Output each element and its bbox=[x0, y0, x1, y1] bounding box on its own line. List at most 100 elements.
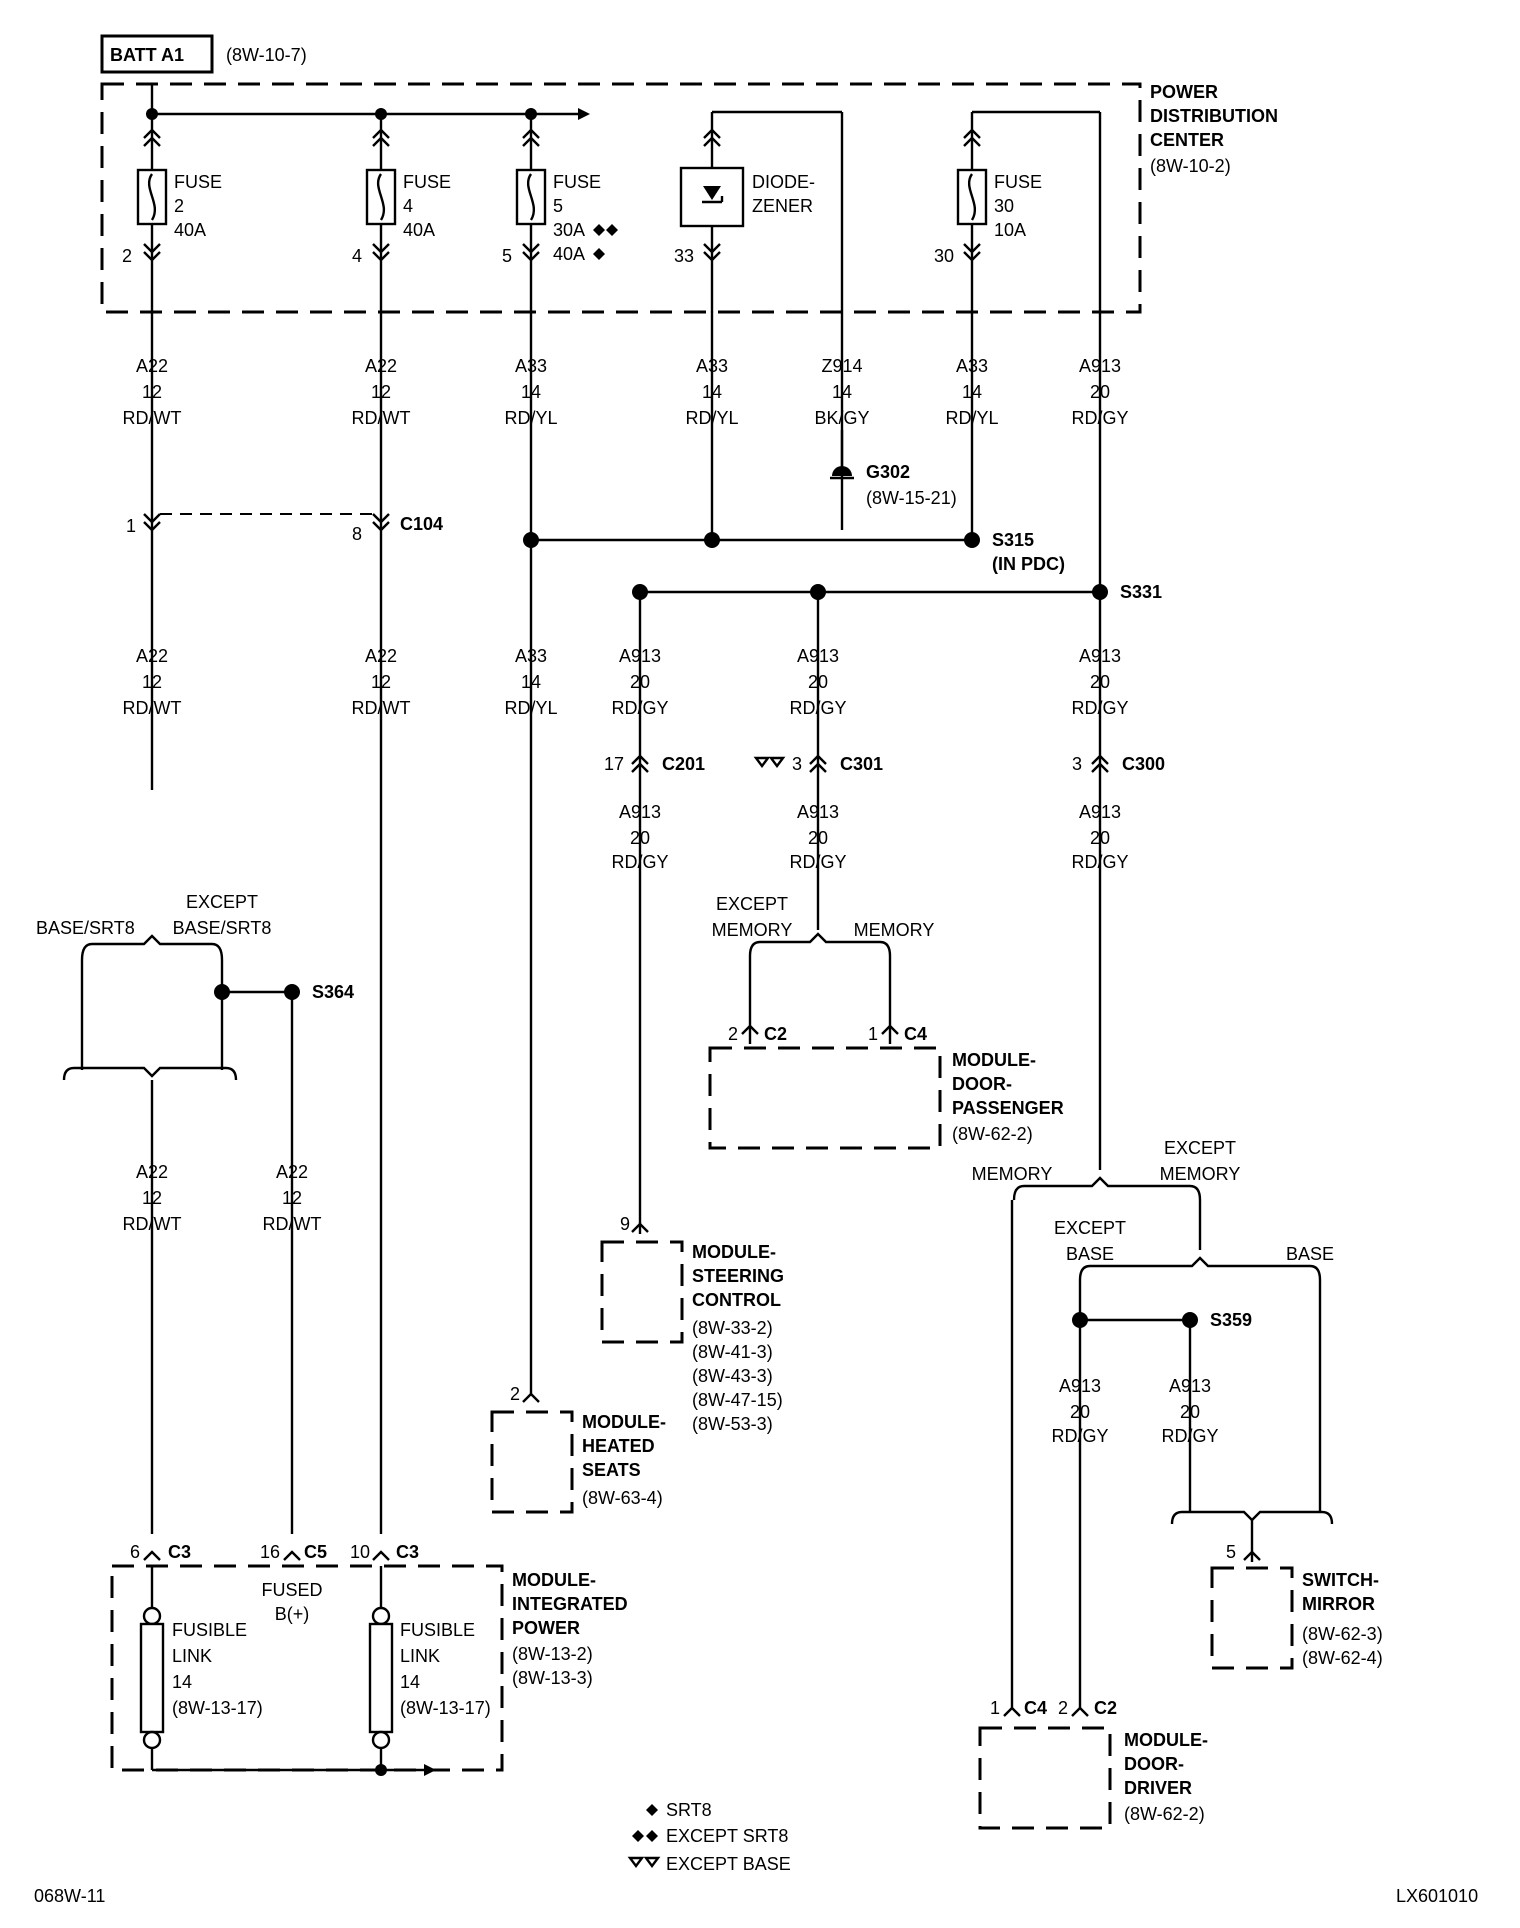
mirror-title-2: MIRROR bbox=[1302, 1594, 1375, 1614]
svg-text:(8W-13-17): (8W-13-17) bbox=[400, 1698, 491, 1718]
wire-label-w2: A22 12 RD/WT bbox=[352, 356, 411, 428]
legend: SRT8 EXCEPT SRT8 EXCEPT BASE bbox=[627, 1800, 791, 1874]
svg-text:(8W-62-4): (8W-62-4) bbox=[1302, 1648, 1383, 1668]
svg-text:FUSED: FUSED bbox=[261, 1580, 322, 1600]
svg-text:BASE: BASE bbox=[1066, 1244, 1114, 1264]
except-srt8-marker-icon bbox=[593, 224, 618, 236]
svg-text:20: 20 bbox=[630, 672, 650, 692]
svg-text:20: 20 bbox=[1090, 672, 1110, 692]
svg-text:A22: A22 bbox=[276, 1162, 308, 1182]
svg-text:2: 2 bbox=[174, 196, 184, 216]
svg-text:30: 30 bbox=[934, 246, 954, 266]
bus-arrow bbox=[578, 108, 590, 120]
wire-label-w12: A913 20 RD/GY bbox=[789, 646, 846, 718]
wire-label-w3: A33 14 RD/YL bbox=[504, 356, 557, 428]
s331-label: S331 bbox=[1120, 582, 1162, 602]
svg-text:12: 12 bbox=[142, 382, 162, 402]
svg-text:40A: 40A bbox=[403, 220, 435, 240]
wire-label-w15: A913 20 RD/GY bbox=[789, 802, 846, 872]
svg-text:3: 3 bbox=[1072, 754, 1082, 774]
heated-title-2: HEATED bbox=[582, 1436, 655, 1456]
pdc-box bbox=[100, 82, 1142, 314]
branch-base-brace bbox=[1078, 1256, 1322, 1281]
mip-title-3: POWER bbox=[512, 1618, 580, 1638]
svg-text:FUSE: FUSE bbox=[174, 172, 222, 192]
svg-text:RD/YL: RD/YL bbox=[685, 408, 738, 428]
door-pass-title-3: PASSENGER bbox=[952, 1098, 1064, 1118]
s315-sub: (IN PDC) bbox=[992, 554, 1065, 574]
svg-text:A33: A33 bbox=[696, 356, 728, 376]
svg-text:RD/GY: RD/GY bbox=[789, 852, 846, 872]
wire-label-w13: A913 20 RD/GY bbox=[1071, 646, 1128, 718]
svg-text:RD/YL: RD/YL bbox=[945, 408, 998, 428]
module-door-driver-box bbox=[978, 1726, 1112, 1830]
svg-text:30: 30 bbox=[994, 196, 1014, 216]
svg-text:5: 5 bbox=[1226, 1542, 1236, 1562]
svg-text:10: 10 bbox=[350, 1542, 370, 1562]
wire-label-w4: A33 14 RD/YL bbox=[685, 356, 738, 428]
svg-text:(8W-33-2): (8W-33-2) bbox=[692, 1318, 773, 1338]
svg-text:RD/WT: RD/WT bbox=[123, 1214, 182, 1234]
svg-text:MEMORY: MEMORY bbox=[712, 920, 793, 940]
svg-text:40A: 40A bbox=[553, 244, 585, 264]
wire-label-w16: A913 20 RD/GY bbox=[1071, 802, 1128, 872]
svg-text:RD/GY: RD/GY bbox=[1161, 1426, 1218, 1446]
svg-text:C5: C5 bbox=[304, 1542, 327, 1562]
svg-text:9: 9 bbox=[620, 1214, 630, 1234]
steering-title-3: CONTROL bbox=[692, 1290, 781, 1310]
c301-label: C301 bbox=[840, 754, 883, 774]
svg-text:5: 5 bbox=[502, 246, 512, 266]
legend-srt8: SRT8 bbox=[666, 1800, 712, 1820]
svg-text:RD/GY: RD/GY bbox=[1071, 852, 1128, 872]
svg-text:(8W-13-2): (8W-13-2) bbox=[512, 1644, 593, 1664]
wire-label-w18: A22 12 RD/WT bbox=[263, 1162, 322, 1234]
svg-text:2: 2 bbox=[122, 246, 132, 266]
svg-text:A33: A33 bbox=[515, 356, 547, 376]
steering-title-2: STEERING bbox=[692, 1266, 784, 1286]
s364-label: S364 bbox=[312, 982, 354, 1002]
svg-text:A22: A22 bbox=[136, 646, 168, 666]
svg-text:BASE: BASE bbox=[1286, 1244, 1334, 1264]
fusible-link-1 bbox=[139, 1622, 165, 1734]
footer-left: 068W-11 bbox=[34, 1886, 105, 1906]
svg-text:LINK: LINK bbox=[400, 1646, 440, 1666]
svg-text:C3: C3 bbox=[396, 1542, 419, 1562]
svg-text:B(+): B(+) bbox=[275, 1604, 310, 1624]
wire-label-w17: A22 12 RD/WT bbox=[123, 1162, 182, 1234]
legend-except-srt8-icon bbox=[632, 1830, 658, 1842]
svg-text:C3: C3 bbox=[168, 1542, 191, 1562]
svg-text:3: 3 bbox=[792, 754, 802, 774]
wire-label-w1: A22 12 RD/WT bbox=[123, 356, 182, 428]
svg-text:(8W-41-3): (8W-41-3) bbox=[692, 1342, 773, 1362]
batt-label-box bbox=[100, 34, 214, 74]
wire-label-w8: A22 12 RD/WT bbox=[123, 646, 182, 718]
svg-text:A22: A22 bbox=[365, 646, 397, 666]
ground-icon bbox=[832, 466, 852, 476]
svg-text:(8W-13-17): (8W-13-17) bbox=[172, 1698, 263, 1718]
svg-text:MEMORY: MEMORY bbox=[854, 920, 935, 940]
svg-text:A33: A33 bbox=[515, 646, 547, 666]
svg-text:16: 16 bbox=[260, 1542, 280, 1562]
svg-text:5: 5 bbox=[553, 196, 563, 216]
svg-text:4: 4 bbox=[352, 246, 362, 266]
svg-text:40A: 40A bbox=[174, 220, 206, 240]
svg-text:(8W-47-15): (8W-47-15) bbox=[692, 1390, 783, 1410]
svg-text:20: 20 bbox=[630, 828, 650, 848]
svg-text:BK/GY: BK/GY bbox=[814, 408, 869, 428]
svg-text:12: 12 bbox=[371, 672, 391, 692]
s359-label: S359 bbox=[1210, 1310, 1252, 1330]
svg-text:A913: A913 bbox=[1079, 356, 1121, 376]
svg-text:RD/GY: RD/GY bbox=[1071, 408, 1128, 428]
batt-ref: (8W-10-7) bbox=[226, 45, 307, 65]
wire-label-w5: Z914 14 BK/GY bbox=[814, 356, 869, 428]
svg-text:30A: 30A bbox=[553, 220, 585, 240]
pdc-title-3: CENTER bbox=[1150, 130, 1224, 150]
footer-right: LX601010 bbox=[1396, 1886, 1478, 1906]
svg-text:(8W-53-3): (8W-53-3) bbox=[692, 1414, 773, 1434]
svg-text:A913: A913 bbox=[619, 802, 661, 822]
svg-text:EXCEPT: EXCEPT bbox=[186, 892, 258, 912]
svg-text:LINK: LINK bbox=[172, 1646, 212, 1666]
svg-text:BASE/SRT8: BASE/SRT8 bbox=[173, 918, 272, 938]
heated-title-3: SEATS bbox=[582, 1460, 641, 1480]
